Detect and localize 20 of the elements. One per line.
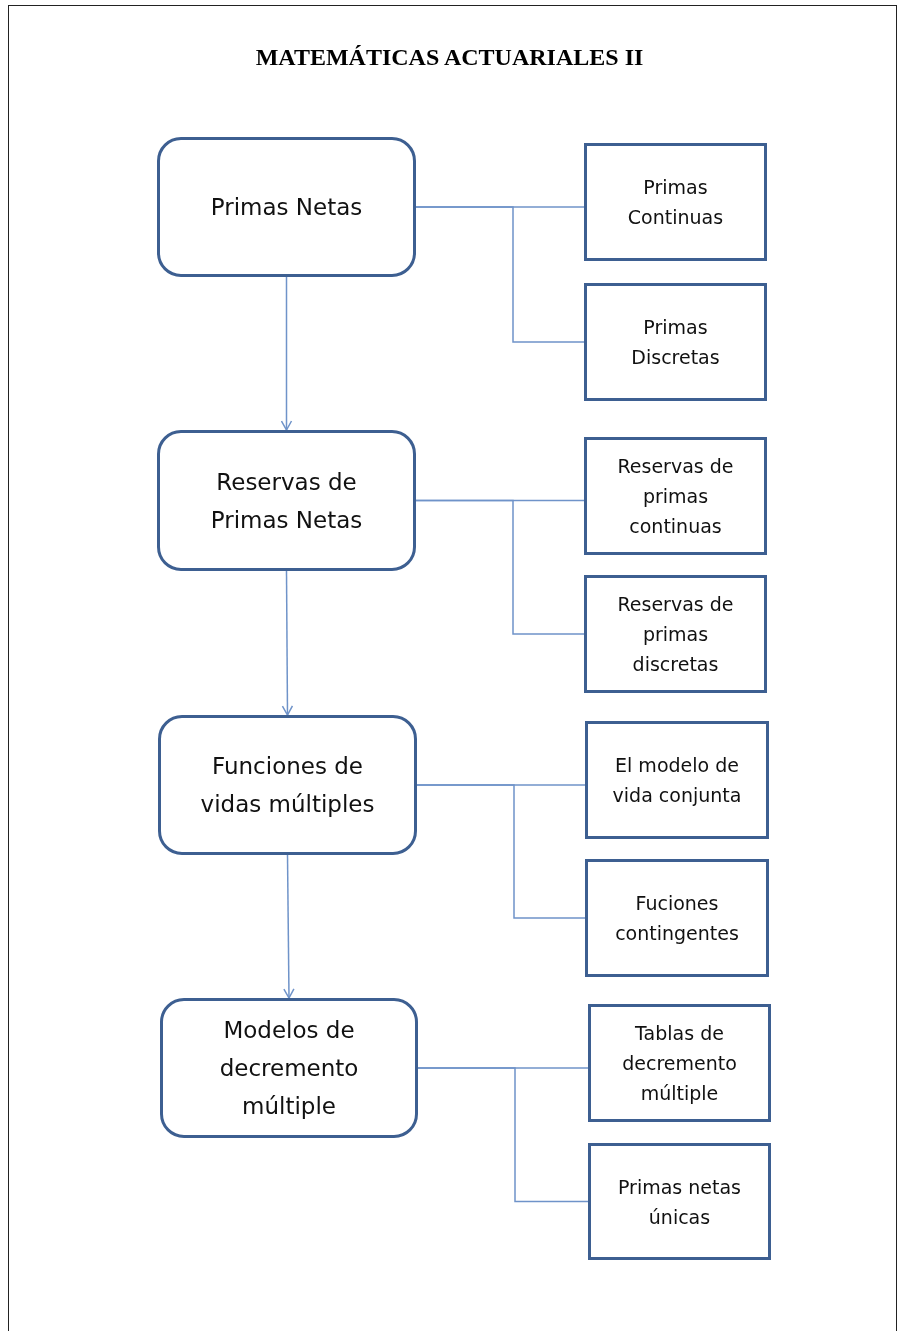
subtopic-box: Primas Continuas [584, 143, 767, 261]
topic-box: Reservas de Primas Netas [157, 430, 416, 571]
connector-line [415, 206, 585, 343]
arrow [281, 570, 294, 716]
subtopic-box: Fuciones contingentes [585, 859, 769, 977]
connector-line [416, 784, 586, 919]
arrow [280, 276, 293, 431]
title: MATEMÁTICAS ACTUARIALES II [254, 44, 645, 71]
topic-box: Primas Netas [157, 137, 416, 277]
subtopic-box: Tablas de decremento múltiple [588, 1004, 771, 1122]
subtopic-box: Reservas de primas discretas [584, 575, 767, 693]
subtopic-box: El modelo de vida conjunta [585, 721, 769, 839]
subtopic-box: Primas netas únicas [588, 1143, 771, 1260]
connector-line [417, 1067, 589, 1203]
connector-line [415, 499, 585, 635]
topic-box: Funciones de vidas múltiples [158, 715, 417, 855]
topic-box: Modelos de decremento múltiple [160, 998, 418, 1138]
arrow [283, 854, 295, 999]
subtopic-box: Primas Discretas [584, 283, 767, 401]
subtopic-box: Reservas de primas continuas [584, 437, 767, 555]
